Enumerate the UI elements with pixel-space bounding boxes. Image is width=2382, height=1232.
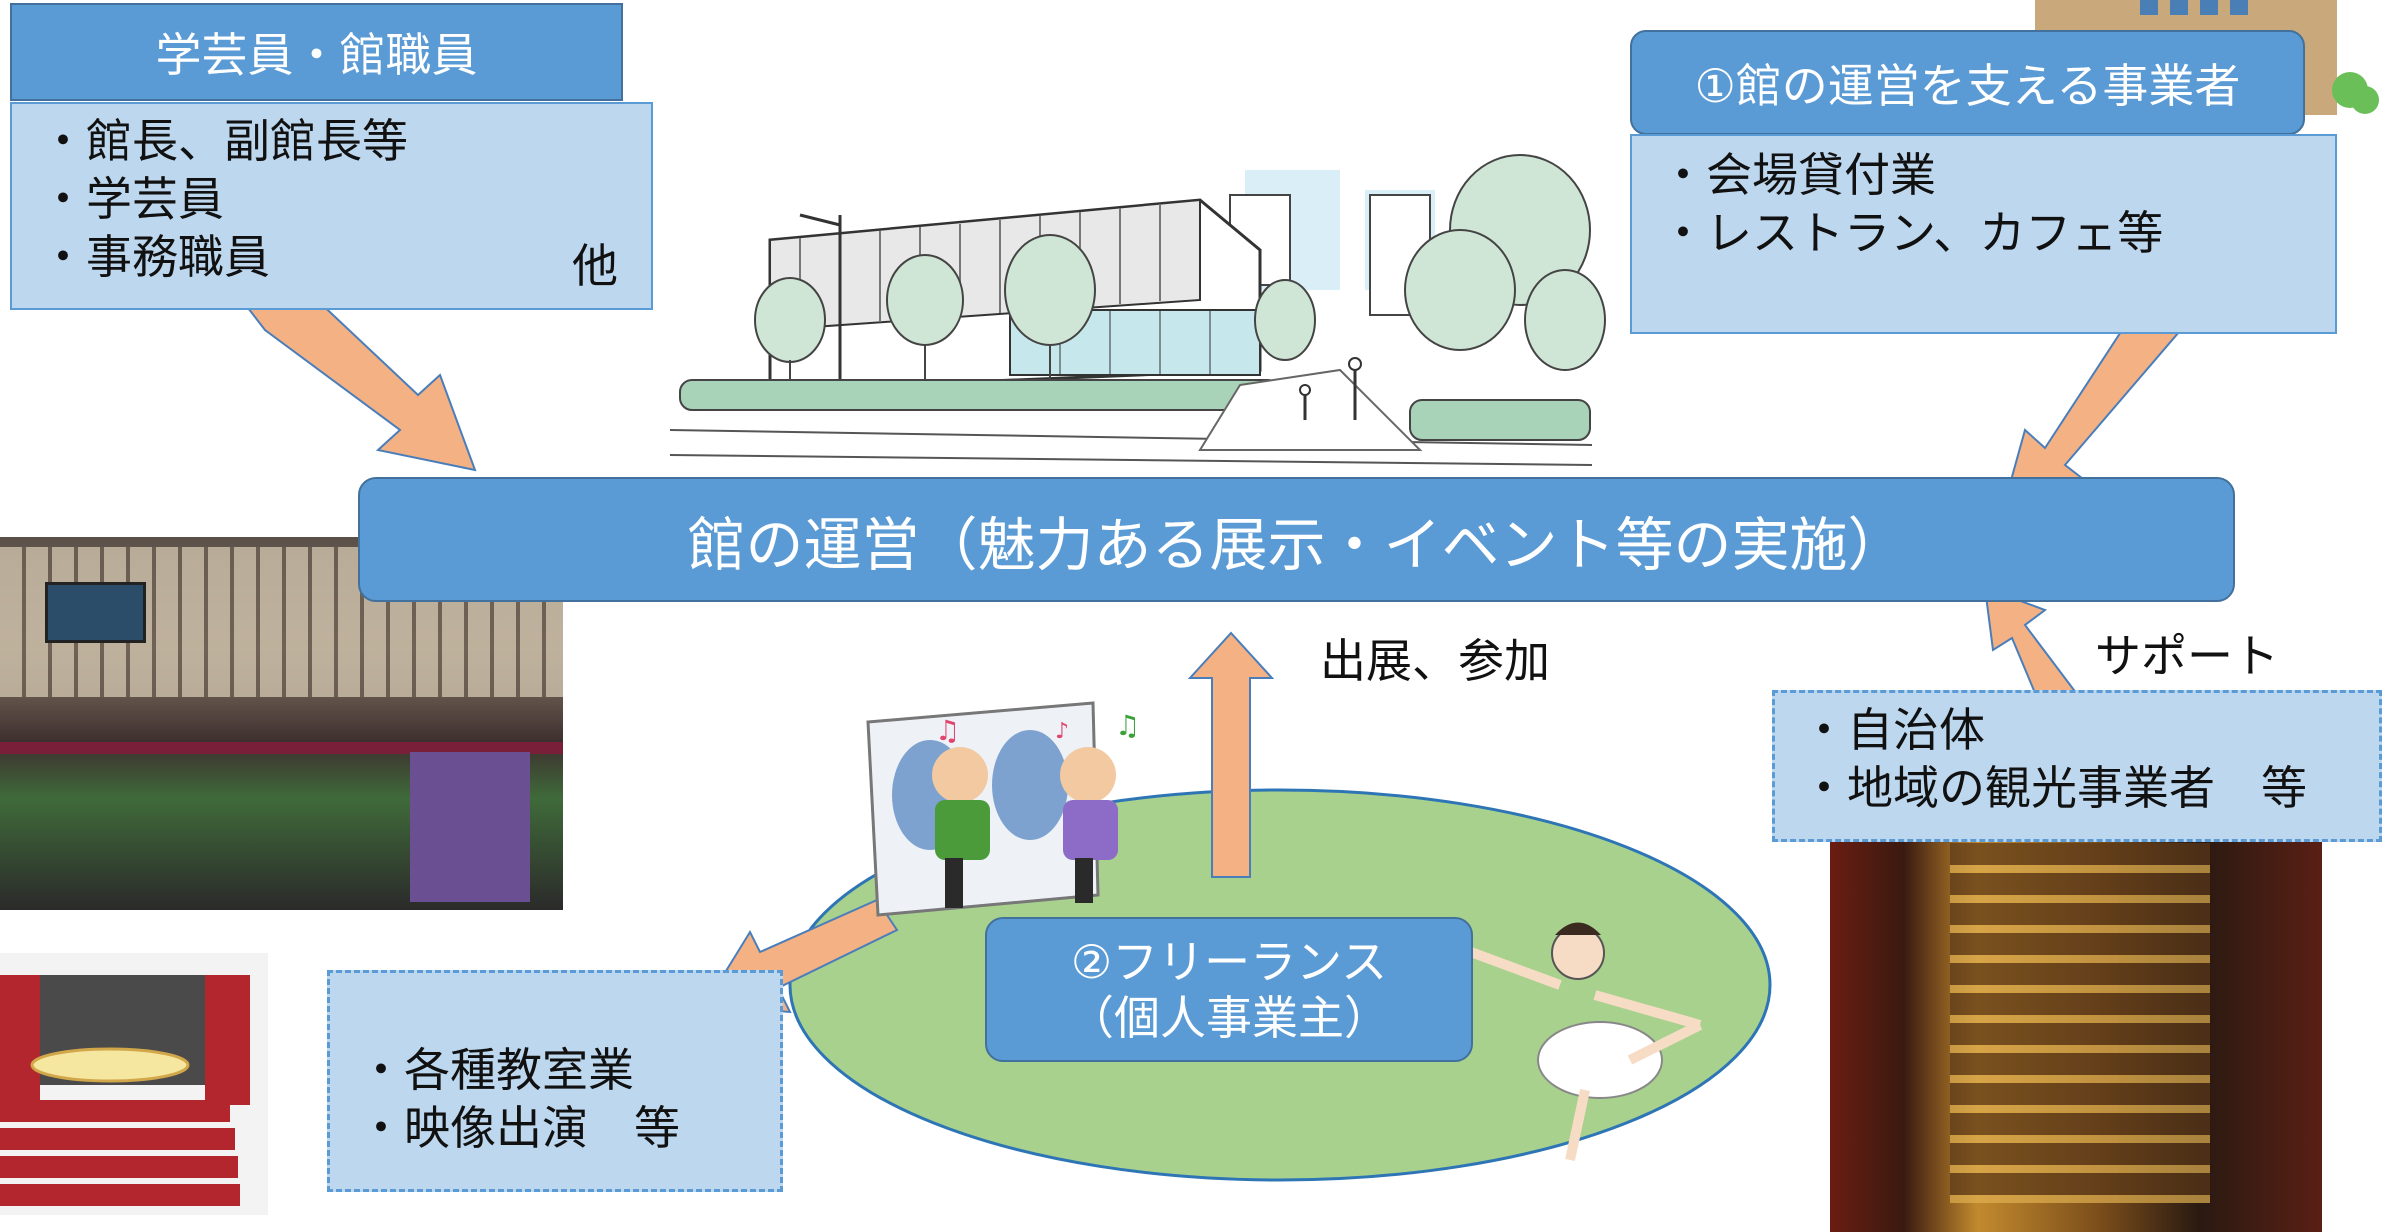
- specimen-storage-photo: [1830, 823, 2322, 1232]
- operators-item: ・レストラン、カフェ等: [1660, 206, 2164, 260]
- support-list-box: ・自治体 ・地域の観光事業者 等: [1772, 690, 2382, 842]
- classroom-item: ・各種教室業: [358, 1043, 634, 1097]
- exhibit-participation-label: 出展、参加: [1320, 634, 1550, 688]
- museum-building-illustration: [669, 154, 1606, 473]
- svg-text:♫: ♫: [935, 714, 960, 747]
- staff-item: ・事務職員: [40, 230, 270, 284]
- operators-title-text: ①館の運営を支える事業者: [1694, 58, 2241, 113]
- support-item: ・自治体: [1801, 703, 1985, 757]
- kids-playing-illustration: ♫ ♫ ♪: [866, 701, 1140, 917]
- operators-item: ・会場貸付業: [1660, 148, 1936, 202]
- main-operation-banner: 館の運営（魅力ある展示・イベント等の実施）: [358, 477, 2235, 602]
- support-label: サポート: [2095, 629, 2279, 683]
- staff-item: ・学芸員: [40, 172, 224, 226]
- arrow-freelance-to-main: [1187, 631, 1275, 878]
- operators-list-box: ・会場貸付業 ・レストラン、カフェ等: [1630, 134, 2337, 334]
- staff-other-label: 他: [572, 239, 618, 293]
- main-operation-text: 館の運営（魅力ある展示・イベント等の実施）: [687, 510, 1906, 579]
- support-item: ・地域の観光事業者 等: [1801, 761, 2307, 815]
- staff-title-text: 学芸員・館職員: [155, 28, 478, 82]
- staff-title: 学芸員・館職員: [10, 3, 623, 101]
- freelance-box: ②フリーランス （個人事業主）: [985, 917, 1473, 1062]
- freelance-line2: （個人事業主）: [1068, 990, 1390, 1045]
- svg-text:♫: ♫: [1115, 709, 1140, 742]
- ballerina-illustration: [1458, 922, 1703, 1162]
- staff-list-box: ・館長、副館長等 ・学芸員 ・事務職員 他: [10, 102, 653, 310]
- operators-title: ①館の運営を支える事業者: [1630, 30, 2305, 135]
- classroom-item: ・映像出演 等: [358, 1101, 680, 1155]
- svg-text:♪: ♪: [1055, 719, 1069, 744]
- staff-item: ・館長、副館長等: [40, 114, 408, 168]
- theater-illustration: [0, 953, 268, 1215]
- classroom-list-box: ・各種教室業 ・映像出演 等: [327, 970, 783, 1192]
- freelance-line1: ②フリーランス: [1070, 934, 1388, 989]
